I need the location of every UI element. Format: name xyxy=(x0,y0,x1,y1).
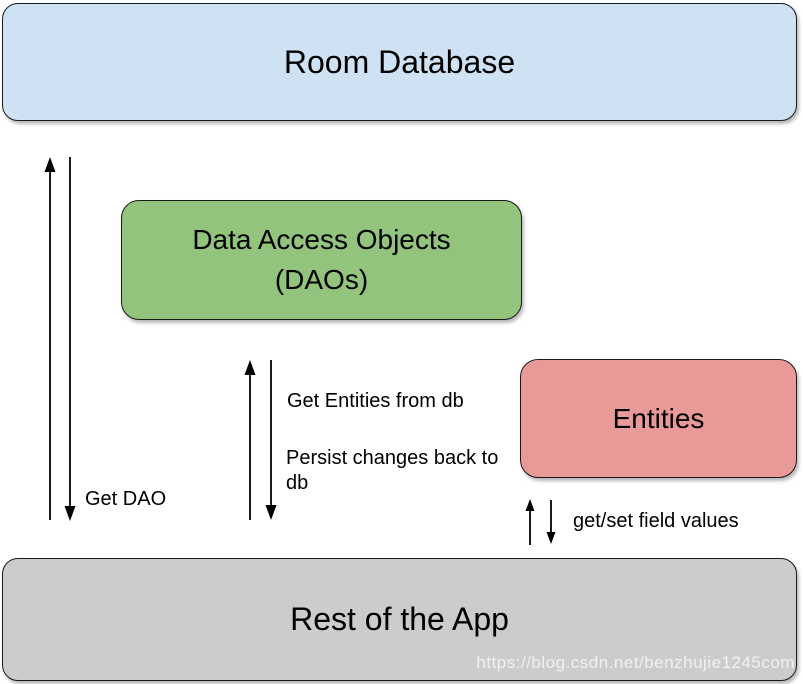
edge-label-persist-changes: Persist changes back to db xyxy=(286,447,499,494)
node-room-database-label: Room Database xyxy=(283,43,516,80)
arrow-up-get-dao xyxy=(44,157,56,520)
edge-label-get-dao: Get DAO xyxy=(85,488,167,510)
node-daos: Data Access Objects (DAOs) xyxy=(121,200,522,320)
node-room-database: Room Database xyxy=(2,3,797,121)
arrow-up-get-entities xyxy=(244,360,256,520)
node-daos-label-line1: Data Access Objects xyxy=(192,224,451,255)
arrow-up-get-fields xyxy=(525,499,535,545)
arrow-down-get-dao xyxy=(64,157,76,521)
node-daos-label-line2: (DAOs) xyxy=(274,264,369,295)
arrow-down-persist-changes xyxy=(265,360,277,520)
edge-label-get-entities: Get Entities from db xyxy=(287,390,464,412)
node-rest-of-app-label: Rest of the App xyxy=(290,601,509,637)
arrow-down-set-fields xyxy=(546,500,556,544)
watermark-url: https://blog.csdn.net/benzhujie1245com xyxy=(476,653,795,672)
edge-label-get-set-field-values: get/set field values xyxy=(573,510,739,532)
node-entities: Entities xyxy=(520,359,797,478)
node-rest-of-app: Rest of the App xyxy=(2,558,797,681)
node-entities-label: Entities xyxy=(612,402,705,434)
